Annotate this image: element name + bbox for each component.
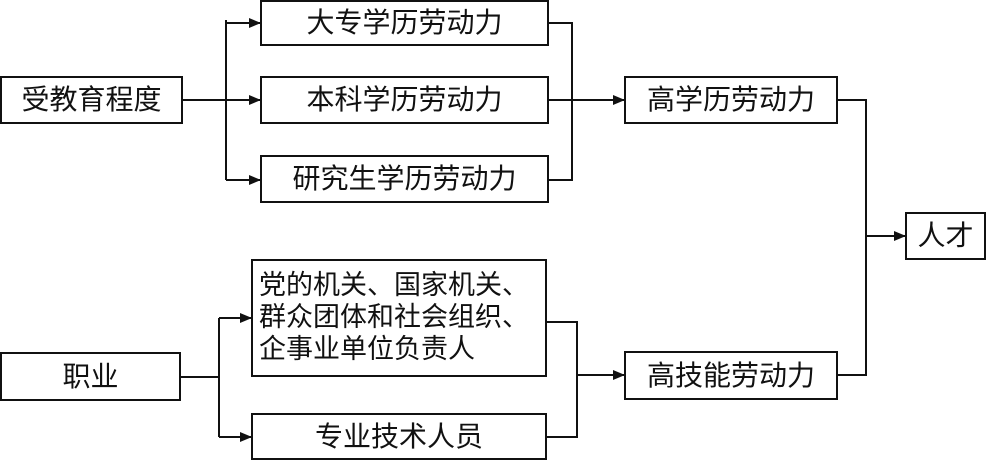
professionals-box: 专业技术人员 <box>251 413 547 460</box>
occupation-box: 职业 <box>0 352 181 401</box>
leaders-line-1: 党的机关、国家机关、 <box>259 270 529 302</box>
education-level-box: 受教育程度 <box>0 76 183 124</box>
bachelor-labor-box: 本科学历劳动力 <box>260 76 549 124</box>
leaders-box: 党的机关、国家机关、 群众团体和社会组织、 企事业单位负责人 <box>251 259 547 377</box>
junior-college-labor-box: 大专学历劳动力 <box>260 0 549 46</box>
postgraduate-labor-box: 研究生学历劳动力 <box>260 155 549 203</box>
high-skill-labor-box: 高技能劳动力 <box>624 351 838 400</box>
leaders-line-3: 企事业单位负责人 <box>259 333 475 365</box>
connector-occupation-out <box>547 321 578 438</box>
connector-to-talent <box>838 99 867 376</box>
connector-junior-out <box>549 22 573 181</box>
high-education-labor-box: 高学历劳动力 <box>624 76 838 124</box>
leaders-line-2: 群众团体和社会组织、 <box>259 302 529 334</box>
talent-box: 人才 <box>905 212 986 260</box>
